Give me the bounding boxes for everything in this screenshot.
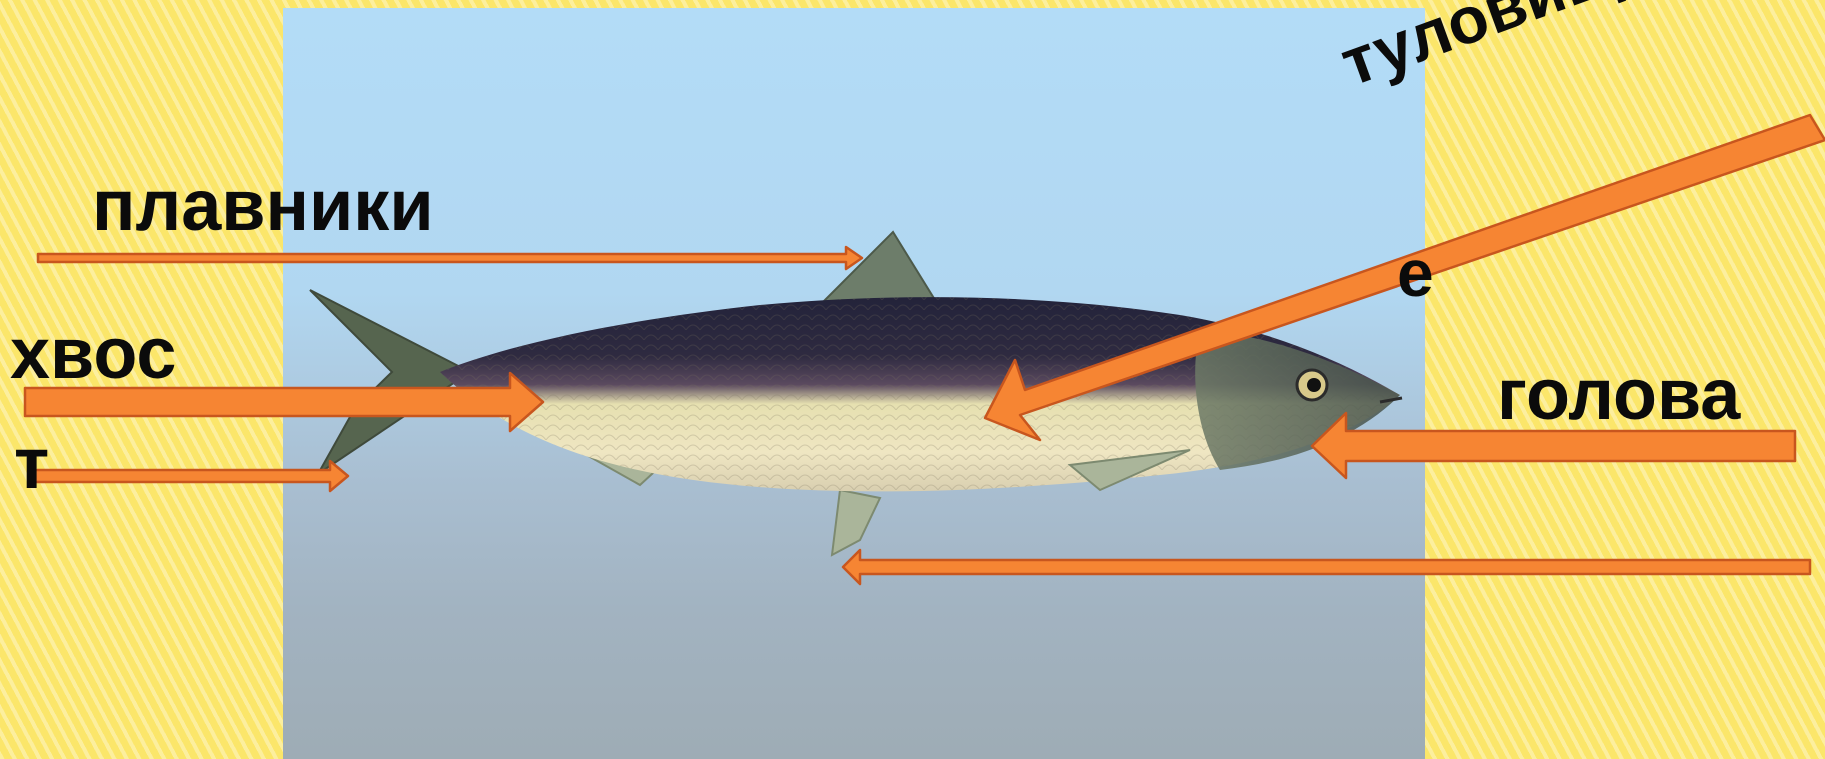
label-tail-line1: хвос [10,318,176,390]
label-tail-line2: т [14,428,49,500]
arrow-to-pelvic-fin [843,550,1810,584]
dorsal-fin [820,232,935,305]
label-body-line2: е [1397,240,1434,306]
arrow-to-dorsal-fin [38,247,862,269]
label-fins: плавники [92,170,434,242]
pelvic-fin [832,490,880,555]
arrow-to-tail-lower [30,461,348,491]
tail-fin [310,290,470,474]
label-head: голова [1497,359,1740,431]
